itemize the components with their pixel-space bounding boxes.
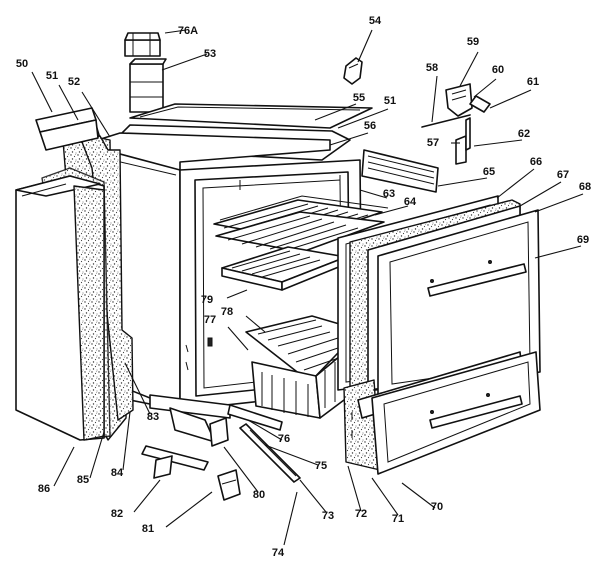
callout-69: 69 bbox=[577, 234, 589, 246]
callout-76: 76 bbox=[278, 433, 290, 445]
leader-76a bbox=[164, 29, 187, 34]
callout-59: 59 bbox=[467, 36, 479, 48]
callout-67: 67 bbox=[557, 169, 569, 181]
callout-53: 53 bbox=[204, 48, 216, 60]
callout-84: 84 bbox=[111, 467, 124, 479]
leader-62 bbox=[473, 139, 523, 147]
flue-assembly bbox=[124, 32, 167, 113]
callout-80: 80 bbox=[253, 489, 265, 501]
leader-50 bbox=[31, 71, 53, 113]
callout-72: 72 bbox=[355, 508, 367, 520]
callout-labels: 76A 54 53 50 51 52 55 51 56 58 59 60 61 57 62 65 66 67 68 6… bbox=[16, 15, 591, 559]
leader-59 bbox=[459, 51, 479, 87]
leader-52 bbox=[81, 91, 111, 138]
leader-69 bbox=[534, 245, 582, 259]
oven-racks bbox=[213, 195, 389, 419]
callout-66: 66 bbox=[530, 156, 542, 168]
callout-68: 68 bbox=[579, 181, 591, 193]
leader-68 bbox=[534, 193, 584, 213]
callout-61: 61 bbox=[527, 76, 539, 88]
callout-64: 64 bbox=[404, 196, 417, 208]
leader-85 bbox=[89, 431, 105, 479]
hinge-parts bbox=[421, 83, 491, 165]
leader-84 bbox=[122, 411, 131, 471]
leader-54 bbox=[357, 29, 373, 63]
callout-55: 55 bbox=[353, 92, 365, 104]
callout-73: 73 bbox=[322, 510, 334, 522]
callout-82: 82 bbox=[111, 508, 123, 520]
leader-58 bbox=[431, 75, 438, 123]
storage-drawer bbox=[343, 351, 541, 475]
leader-67 bbox=[519, 181, 562, 207]
leader-86 bbox=[53, 446, 75, 487]
leader-53 bbox=[161, 53, 208, 71]
callout-60: 60 bbox=[492, 64, 504, 76]
leader-61 bbox=[489, 89, 532, 109]
leader-77 bbox=[227, 326, 249, 351]
callout-85: 85 bbox=[77, 474, 89, 486]
leader-51a bbox=[58, 84, 79, 121]
bottom-parts bbox=[141, 404, 301, 501]
left-side-panels bbox=[15, 107, 105, 441]
leader-51b bbox=[337, 108, 389, 129]
rear-vent-panel bbox=[361, 149, 439, 193]
callout-52: 52 bbox=[68, 76, 80, 88]
leader-78 bbox=[245, 315, 266, 333]
top-bracket bbox=[343, 57, 363, 85]
callout-63: 63 bbox=[383, 188, 395, 200]
callout-74: 74 bbox=[272, 547, 285, 559]
leader-65 bbox=[437, 177, 488, 187]
leader-72 bbox=[347, 465, 362, 512]
callout-71: 71 bbox=[392, 513, 404, 525]
leader-79 bbox=[226, 289, 248, 299]
callout-54: 54 bbox=[369, 15, 382, 27]
leader-60 bbox=[473, 78, 497, 98]
callout-56: 56 bbox=[364, 120, 376, 132]
leader-55 bbox=[314, 103, 357, 121]
callout-51a: 51 bbox=[46, 70, 58, 82]
oven-door-assembly bbox=[337, 195, 541, 395]
leader-lines bbox=[31, 29, 584, 546]
callout-65: 65 bbox=[483, 166, 495, 178]
leader-73 bbox=[299, 479, 327, 513]
callout-70: 70 bbox=[431, 501, 443, 513]
leader-63 bbox=[359, 189, 388, 199]
leader-64 bbox=[374, 205, 409, 216]
leader-75 bbox=[264, 444, 319, 466]
leader-56 bbox=[329, 132, 369, 146]
callout-86: 86 bbox=[38, 483, 50, 495]
callout-83: 83 bbox=[147, 411, 159, 423]
callout-77: 77 bbox=[204, 314, 216, 326]
callout-57: 57 bbox=[427, 137, 439, 149]
leader-76 bbox=[247, 419, 283, 441]
callout-81: 81 bbox=[142, 523, 154, 535]
callout-50: 50 bbox=[16, 58, 28, 70]
leader-74 bbox=[283, 491, 298, 546]
callout-51b: 51 bbox=[384, 95, 396, 107]
leader-66 bbox=[496, 168, 535, 199]
leader-80 bbox=[223, 446, 259, 493]
callout-62: 62 bbox=[518, 128, 530, 140]
leader-83 bbox=[124, 362, 151, 415]
leader-81 bbox=[165, 491, 213, 528]
leader-71 bbox=[371, 477, 399, 516]
callout-58: 58 bbox=[426, 62, 438, 74]
callout-76a: 76A bbox=[178, 25, 198, 37]
callout-75: 75 bbox=[315, 460, 327, 472]
callout-78: 78 bbox=[221, 306, 233, 318]
leader-82 bbox=[133, 479, 161, 513]
callout-79: 79 bbox=[201, 294, 213, 306]
leader-70 bbox=[401, 482, 436, 509]
